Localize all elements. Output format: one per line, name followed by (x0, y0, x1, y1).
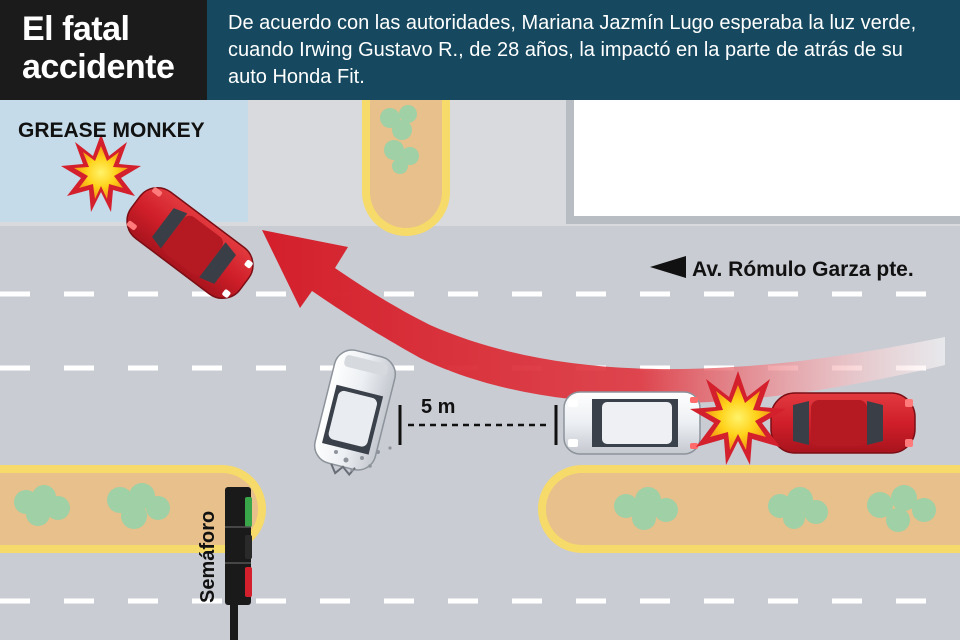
left-triangle-arrow-icon (650, 256, 686, 278)
building-roof (574, 100, 960, 216)
grease-monkey-lot (0, 100, 248, 222)
debris (334, 446, 392, 472)
red-car-crashed (126, 186, 254, 300)
traffic-light-label: Semáforo (197, 511, 219, 603)
header-title: El fatal accidente (0, 0, 207, 100)
title-line-1: El fatal (22, 10, 130, 48)
impact-burst-road (690, 371, 786, 465)
street-name-label: Av. Rómulo Garza pte. (692, 258, 914, 281)
trajectory-arrow (262, 230, 945, 404)
header-description: De acuerdo con las autoridades, Mariana … (207, 0, 960, 100)
white-car-damaged (313, 349, 397, 477)
distance-measure (398, 405, 558, 445)
red-car-impact (770, 392, 916, 454)
traffic-light (225, 487, 252, 640)
median-top (362, 100, 450, 236)
median-bottom-right (538, 465, 960, 553)
median-bottom-left (0, 465, 266, 553)
white-car-before (563, 391, 701, 455)
title-line-2: accidente (22, 48, 175, 86)
impact-burst-lot (61, 134, 141, 212)
grease-monkey-label: GREASE MONKEY (18, 119, 205, 142)
distance-label: 5 m (421, 396, 455, 418)
